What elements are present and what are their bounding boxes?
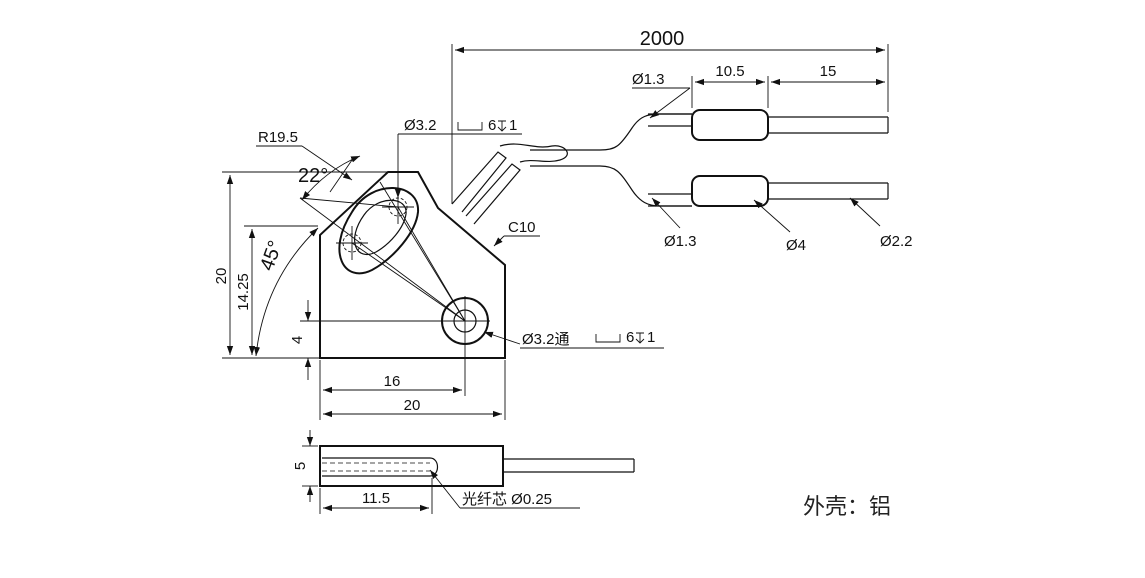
material-note: 外壳：铝 bbox=[803, 495, 891, 520]
chamfer-label: C10 bbox=[508, 219, 536, 236]
hole-top-depth: 1 bbox=[509, 117, 517, 134]
dim-fiber-core: 光纤芯 Ø0.25 bbox=[429, 469, 580, 509]
dim-thickness: 5 bbox=[292, 430, 318, 502]
cable-break bbox=[499, 113, 692, 207]
sleeve-dia-label: Ø4 bbox=[786, 237, 806, 254]
sensor-body-side-view bbox=[319, 445, 635, 487]
hole-bottom-cbore: 6 bbox=[626, 329, 634, 346]
dim-height-total: 20 bbox=[213, 171, 388, 359]
tip-dia-label: Ø2.2 bbox=[880, 233, 913, 250]
lead-dia-top-label: Ø1.3 bbox=[632, 71, 665, 88]
height-total-label: 20 bbox=[213, 268, 230, 285]
radius-label: R19.5 bbox=[258, 129, 298, 146]
bevel-angle-label: 45° bbox=[256, 238, 287, 274]
sensor-body-front-view bbox=[319, 171, 506, 359]
height-hole-label: 14.25 bbox=[235, 273, 252, 311]
dim-tip-dia: Ø2.2 bbox=[849, 197, 913, 250]
dim-sleeve-dia: Ø4 bbox=[753, 199, 806, 254]
dim-bevel-angle: 45° bbox=[253, 227, 319, 357]
thickness-label: 5 bbox=[292, 462, 309, 470]
height-bottom-label: 4 bbox=[289, 336, 306, 344]
slot-angle-label: 22° bbox=[298, 165, 328, 187]
dim-hole-bottom: Ø3.2通 6 1 bbox=[483, 329, 664, 349]
cable-length-label: 2000 bbox=[640, 28, 685, 50]
dim-lead-dia-top: Ø1.3 bbox=[632, 71, 691, 119]
width-hole-label: 16 bbox=[384, 373, 401, 390]
hole-bottom-depth: 1 bbox=[647, 329, 655, 346]
fiber-length-label: 11.5 bbox=[362, 490, 390, 507]
hole-top-cbore: 6 bbox=[488, 117, 496, 134]
connector-length-label: 10.5 bbox=[715, 63, 744, 80]
lead-length-label: 15 bbox=[820, 63, 837, 80]
dim-hole-top: Ø3.2 6 1 bbox=[394, 117, 522, 198]
upper-lead bbox=[648, 109, 889, 141]
dim-height-bottom: 4 bbox=[289, 300, 440, 380]
hole-bottom-label: Ø3.2通 bbox=[522, 331, 570, 348]
dim-width-hole: 16 bbox=[319, 346, 466, 420]
dim-connector-length: 10.5 15 bbox=[691, 63, 885, 108]
hole-top-label: Ø3.2 bbox=[404, 117, 437, 134]
lower-lead bbox=[648, 175, 889, 207]
lead-dia-bottom-label: Ø1.3 bbox=[664, 233, 697, 250]
dim-chamfer: C10 bbox=[493, 219, 540, 247]
cable-exit bbox=[451, 151, 521, 225]
fiber-core-label: 光纤芯 Ø0.25 bbox=[462, 491, 552, 508]
dim-lead-dia-bottom: Ø1.3 bbox=[651, 197, 697, 250]
through-hole bbox=[440, 296, 490, 346]
dim-width-total: 20 bbox=[323, 360, 506, 420]
width-total-label: 20 bbox=[404, 397, 421, 414]
dim-height-hole: 14.25 bbox=[235, 225, 318, 355]
dim-fiber-length: 11.5 bbox=[319, 478, 433, 514]
dim-cable-length: 2000 bbox=[451, 28, 889, 204]
dim-slot-angle: 22° bbox=[298, 155, 361, 201]
